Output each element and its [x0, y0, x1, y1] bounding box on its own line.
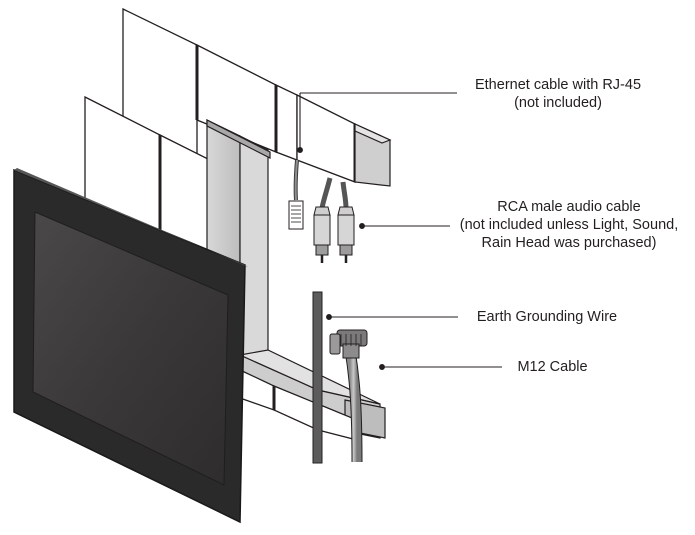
earth-grounding-wire — [312, 291, 323, 464]
upper-mounting-box — [354, 123, 392, 187]
rca-callout-line3: Rain Head was purchased) — [481, 235, 657, 251]
ethernet-cable — [288, 159, 304, 230]
ground-callout-line1: Earth Grounding Wire — [476, 309, 618, 325]
back-wall-panel-4 — [296, 93, 356, 183]
leader-lines — [297, 92, 502, 370]
rca-callout: RCA male audio cable (not included unles… — [450, 198, 688, 252]
rca-leader-line — [359, 223, 450, 229]
m12-leader-line — [379, 364, 502, 370]
rca-plug-right — [337, 206, 355, 263]
back-wall-panel-3 — [275, 83, 298, 161]
display-glass — [32, 211, 229, 486]
rca-cables — [313, 177, 355, 263]
rca-plug-left — [313, 206, 331, 263]
ethernet-callout-line1: Ethernet cable with RJ-45 — [474, 77, 642, 93]
ethernet-leader-line — [297, 92, 457, 153]
rca-callout-line2: (not included unless Light, Sound, — [459, 217, 679, 233]
ground-leader-line — [326, 314, 458, 320]
m12-cable — [329, 329, 368, 463]
rj45-connector — [288, 200, 304, 230]
ground-callout: Earth Grounding Wire — [462, 308, 632, 326]
m12-callout-line1: M12 Cable — [517, 359, 588, 375]
ethernet-callout-line2: (not included) — [514, 95, 602, 111]
m12-callout: M12 Cable — [505, 358, 600, 376]
display-screen — [13, 168, 248, 524]
ethernet-callout: Ethernet cable with RJ-45 (not included) — [458, 76, 658, 112]
rca-callout-line1: RCA male audio cable — [497, 199, 641, 215]
m12-connector — [329, 329, 368, 359]
